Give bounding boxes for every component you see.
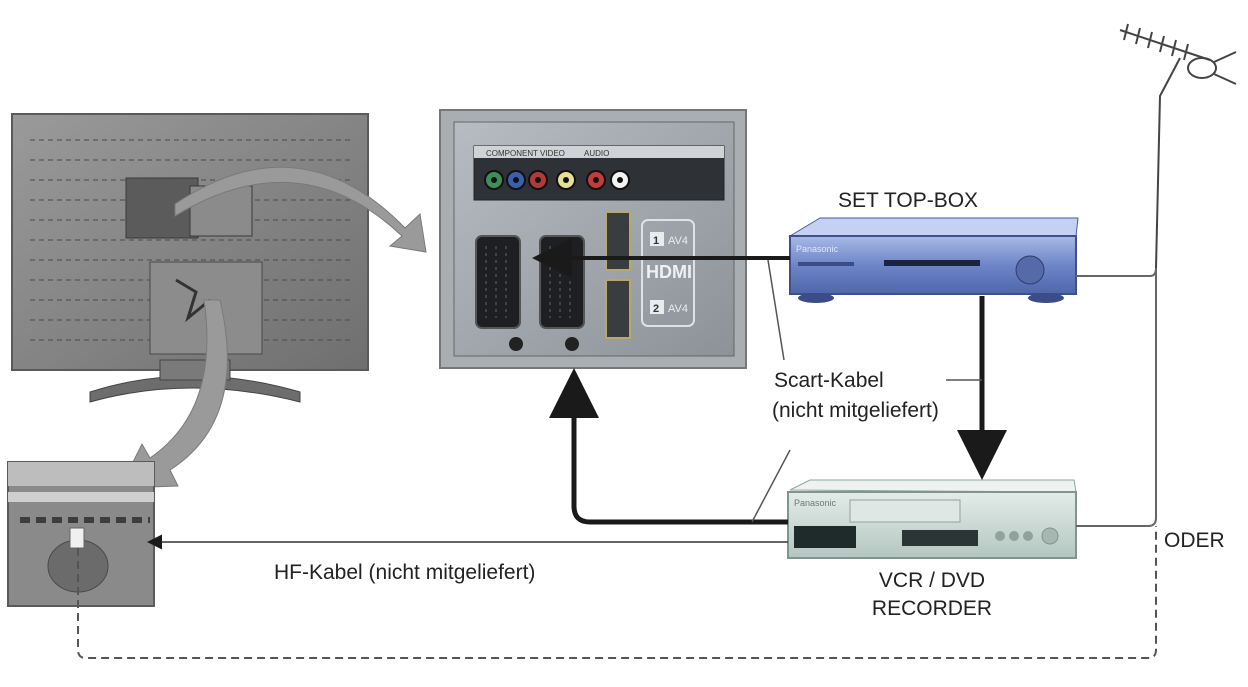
antenna-socket-zoom [7, 461, 155, 607]
rf-connector [69, 527, 85, 549]
scart-label-pointer-3 [751, 449, 791, 523]
set-top-box: Panasonic [788, 217, 1079, 303]
scart-socket-2 [539, 235, 585, 329]
vcr-brand: Panasonic [794, 498, 837, 508]
rf-cable-label: HF-Kabel (nicht mitgeliefert) [274, 561, 536, 584]
or-label: ODER [1164, 529, 1225, 552]
hdmi-port-1 [605, 211, 631, 271]
stb-brand: Panasonic [796, 244, 839, 254]
av2-label: AV4 [668, 303, 688, 315]
scart-socket-1 [475, 235, 521, 329]
component-label: COMPONENT [486, 149, 538, 158]
av2-number: 2 [653, 303, 659, 315]
vcr-label-line2: RECORDER [871, 597, 993, 620]
audio-label: AUDIO [584, 149, 609, 158]
video-label: VIDEO [540, 149, 565, 158]
antenna-line-vcr [1076, 268, 1157, 527]
vcr-label-line1: VCR / DVD [878, 569, 986, 592]
tv-rear-view [11, 113, 369, 403]
dashed-alternative-cable [77, 526, 1157, 659]
av1-label: AV4 [668, 235, 688, 247]
rca-jacks [484, 170, 630, 190]
set-top-box-label: SET TOP-BOX [838, 189, 979, 212]
connector-panel: COMPONENT VIDEO AUDIO 1 AV4 HDMI 2 AV4 [439, 109, 747, 369]
antenna-icon [1119, 23, 1237, 269]
scart-cable-label-line1: Scart-Kabel [774, 369, 884, 392]
vcr-dvd-recorder: Panasonic [787, 479, 1077, 559]
av1-number: 1 [653, 235, 659, 247]
scart-cable-vcr-to-tv [549, 368, 788, 525]
hdmi-label: HDMI [646, 262, 692, 282]
zoom-arrow-panel [174, 166, 427, 253]
scart-cable-label-line2: (nicht mitgeliefert) [772, 399, 939, 422]
hdmi-port-2 [605, 279, 631, 339]
antenna-line-stb [1076, 267, 1157, 277]
scart-label-pointer-1 [767, 259, 785, 361]
